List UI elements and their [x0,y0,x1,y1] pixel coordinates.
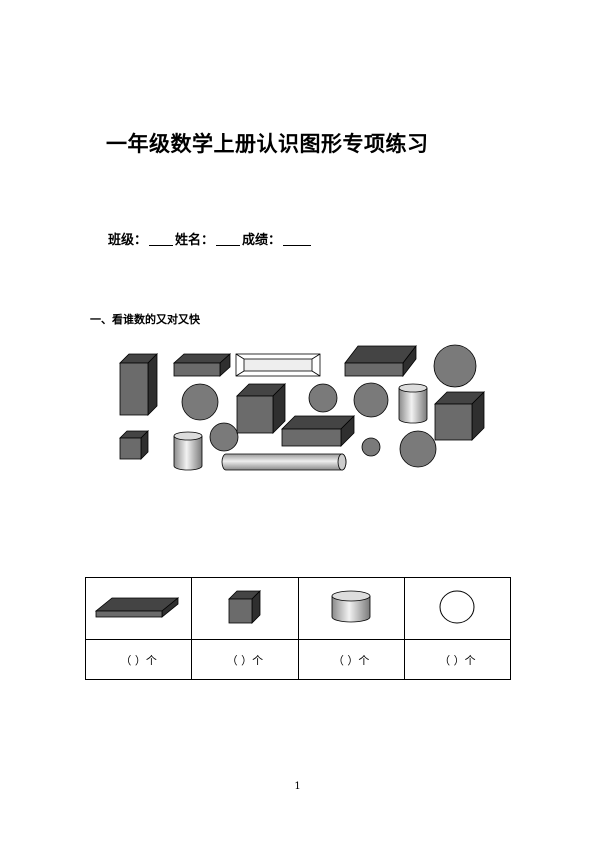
student-info-line: 班级： 姓名： 成绩： [108,229,313,248]
count-cell-cube[interactable]: （ ）个 [191,639,299,680]
section-1-heading: 一、看谁数的又对又快 [90,313,200,326]
score-blank[interactable] [283,232,312,246]
count-cell-cylinder[interactable]: （ ）个 [297,639,405,680]
score-label: 成绩： [242,233,282,248]
tall-cuboid-icon [119,353,158,416]
flat-slab-outline-icon [235,353,321,377]
name-blank[interactable] [216,232,241,246]
small-cube-icon [119,430,149,460]
answer-cell-cube [191,577,299,640]
flat-cuboid-icon [281,415,355,447]
cylinder-icon [173,431,203,471]
circle-icon [353,382,389,418]
answer-cell-cuboid [84,577,193,640]
circle-icon [209,422,239,452]
circle-icon [308,383,338,413]
wide-flat-cuboid-icon [344,344,417,378]
cube-icon [434,391,485,441]
answer-cell-cylinder [297,577,405,640]
count-cell-circle[interactable]: （ ）个 [403,639,512,680]
class-label: 班级： [108,233,148,248]
cube-icon [227,589,261,624]
answer-table: （ ）个 （ ）个 （ ）个 （ ）个 [84,577,512,680]
answer-cell-circle [403,577,512,640]
cylinder-icon [398,383,428,424]
page-number: 1 [294,781,301,792]
circle-icon [439,590,475,623]
class-blank[interactable] [149,232,174,246]
circle-icon [433,344,477,388]
circle-icon [399,430,437,468]
circle-icon [181,383,219,421]
flat-cuboid-icon [172,353,232,377]
answer-count-row: （ ）个 （ ）个 （ ）个 （ ）个 [84,639,512,680]
cylinder-icon [331,590,371,622]
small-circle-icon [361,437,381,457]
name-label: 姓名： [175,233,215,248]
long-cylinder-icon [221,453,347,471]
page-title: 一年级数学上册认识图形专项练习 [106,132,429,156]
answer-icon-row [84,577,512,640]
cuboid-icon [94,596,179,618]
cube-icon [236,383,286,434]
count-cell-cuboid[interactable]: （ ）个 [84,639,193,680]
